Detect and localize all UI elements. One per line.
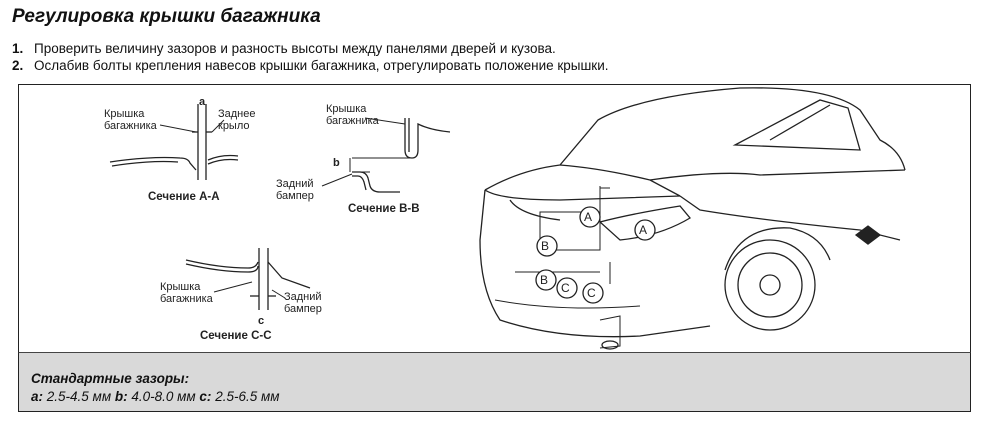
callout-b-bottom bbox=[535, 269, 557, 291]
gap-c-key: c: bbox=[199, 389, 212, 404]
callout-label: C bbox=[587, 286, 596, 300]
callout-a-left bbox=[579, 206, 601, 228]
car-drawing bbox=[479, 87, 906, 350]
page-title: Регулировка крышки багажника bbox=[12, 6, 321, 27]
section-aa-drawing bbox=[109, 104, 239, 180]
section-bb-trunk-label: Крышка багажника bbox=[326, 103, 379, 127]
gaps-values: a: 2.5-4.5 мм b: 4.0-8.0 мм c: 2.5-6.5 м… bbox=[31, 389, 280, 404]
section-cc-trunk-label: Крышка багажника bbox=[160, 281, 213, 305]
section-bb-bumper-label: Задний бампер bbox=[276, 178, 314, 202]
callout-label: C bbox=[561, 281, 570, 295]
section-bb-caption: Сечение В-В bbox=[348, 203, 420, 215]
standard-gaps-panel: Стандартные зазоры: a: 2.5-4.5 мм b: 4.0… bbox=[18, 352, 971, 412]
section-cc-caption: Сечение С-С bbox=[200, 330, 272, 342]
callout-label: A bbox=[584, 210, 593, 224]
section-cc-drawing bbox=[185, 248, 311, 310]
steps-list: 1. Проверить величину зазоров и разность… bbox=[12, 40, 609, 74]
callout-label: B bbox=[541, 239, 550, 253]
section-aa-trunk-label: Крышка багажника bbox=[104, 108, 157, 132]
callout-c-right bbox=[582, 282, 604, 304]
section-aa-fender-label: Заднее крыло bbox=[218, 108, 256, 132]
gap-c-value: 2.5-6.5 мм bbox=[215, 389, 280, 404]
callout-a-right bbox=[634, 219, 656, 241]
gaps-title: Стандартные зазоры: bbox=[31, 371, 190, 386]
section-bb-drawing bbox=[321, 117, 451, 193]
gap-b-value: 4.0-8.0 мм bbox=[131, 389, 196, 404]
section-aa-caption: Сечение А-А bbox=[148, 191, 220, 203]
gap-b-key: b: bbox=[114, 389, 128, 404]
callout-c-left bbox=[556, 277, 578, 299]
section-cc-bumper-label: Задний бампер bbox=[284, 291, 322, 315]
step-text: Проверить величину зазоров и разность вы… bbox=[34, 41, 556, 56]
section-cc-dimension: c bbox=[258, 315, 265, 327]
callout-label: B bbox=[540, 273, 549, 287]
step-text: Ослабив болты крепления навесов крышки б… bbox=[34, 58, 609, 73]
gap-a-key: a: bbox=[31, 389, 44, 404]
step-item: 1. Проверить величину зазоров и разность… bbox=[12, 40, 609, 57]
gap-a-value: 2.5-4.5 мм bbox=[46, 389, 112, 404]
section-bb-dimension: b bbox=[333, 157, 340, 169]
step-number: 1. bbox=[12, 41, 24, 56]
section-aa-dimension: a bbox=[199, 96, 206, 108]
callout-b-top bbox=[536, 235, 558, 257]
step-item: 2. Ослабив болты крепления навесов крышк… bbox=[12, 57, 609, 74]
step-number: 2. bbox=[12, 58, 24, 73]
callout-label: A bbox=[639, 223, 648, 237]
